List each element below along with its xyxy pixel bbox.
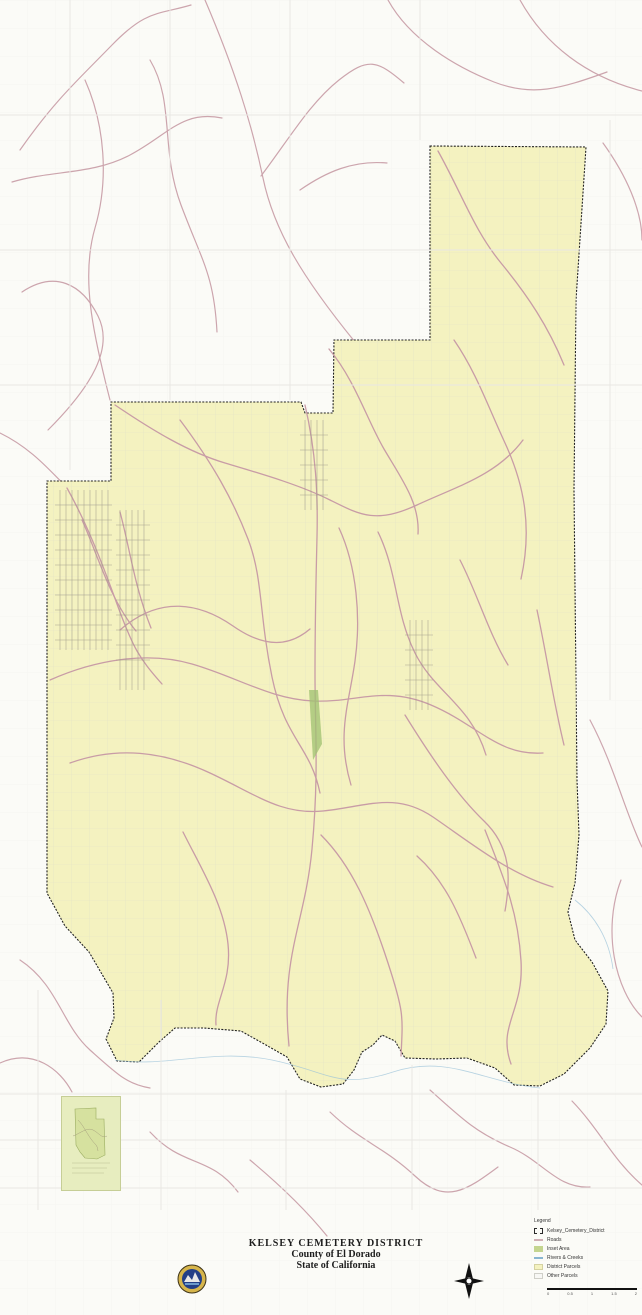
- legend-label: District Parcels: [547, 1263, 581, 1270]
- legend-label: Roads: [547, 1236, 562, 1243]
- other-parcels-swatch: [534, 1272, 543, 1279]
- legend-item-district-boundary: Kelsey_Cemetery_District: [534, 1226, 642, 1235]
- rivers-creeks: [114, 899, 614, 1089]
- district-boundary: [46, 145, 609, 1088]
- map-title: KELSEY CEMETERY DISTRICT: [248, 1238, 424, 1249]
- outside-parcel-lines: [0, 0, 642, 1210]
- legend-item-roads: Roads: [534, 1235, 642, 1244]
- map-county: County of El Dorado: [291, 1249, 381, 1261]
- scale-label-4: 2: [634, 1291, 637, 1296]
- map-notes: [17, 1237, 99, 1305]
- legend-item-district-parcels: District Parcels: [534, 1262, 642, 1271]
- highlight-parcel: [309, 690, 322, 760]
- scale-labels: 0 0.5 1 1.5 2: [547, 1291, 637, 1296]
- map-title-block: KELSEY CEMETERY DISTRICT County of El Do…: [226, 1238, 446, 1272]
- inset-map-graphic: [72, 1107, 110, 1174]
- map-state: State of California: [296, 1260, 376, 1272]
- dense-parcel-clusters: [55, 420, 433, 710]
- county-seal: [177, 1264, 207, 1294]
- scale-line: [547, 1288, 637, 1290]
- scale-bar: 0 0.5 1 1.5 2: [547, 1288, 637, 1302]
- scale-label-2: 1: [590, 1291, 594, 1296]
- scale-label-0: 0: [547, 1291, 550, 1296]
- legend-label: Rivers & Creeks: [547, 1254, 584, 1261]
- map-legend: Legend Kelsey_Cemetery_District Roads In…: [534, 1218, 642, 1280]
- rivers-swatch: [534, 1256, 543, 1259]
- legend-label: Kelsey_Cemetery_District: [547, 1227, 605, 1234]
- roads-swatch: [534, 1238, 543, 1241]
- scale-label-1: 0.5: [567, 1291, 573, 1296]
- district-boundary-swatch: [534, 1227, 543, 1234]
- inset-map: [61, 1096, 121, 1191]
- north-arrow-icon: [454, 1263, 484, 1299]
- inset-area-swatch: [534, 1245, 543, 1252]
- district-parcels-swatch: [534, 1263, 543, 1270]
- legend-label: Other Parcels: [547, 1272, 578, 1279]
- outside-roads: [0, 0, 642, 1237]
- legend-item-inset-area: Inset Area: [534, 1244, 642, 1253]
- legend-label: Inset Area: [547, 1245, 570, 1252]
- scale-label-3: 1.5: [611, 1291, 617, 1296]
- legend-item-rivers: Rivers & Creeks: [534, 1253, 642, 1262]
- legend-item-other-parcels: Other Parcels: [534, 1271, 642, 1280]
- legend-title: Legend: [534, 1218, 551, 1224]
- district-parcels: [47, 146, 608, 1087]
